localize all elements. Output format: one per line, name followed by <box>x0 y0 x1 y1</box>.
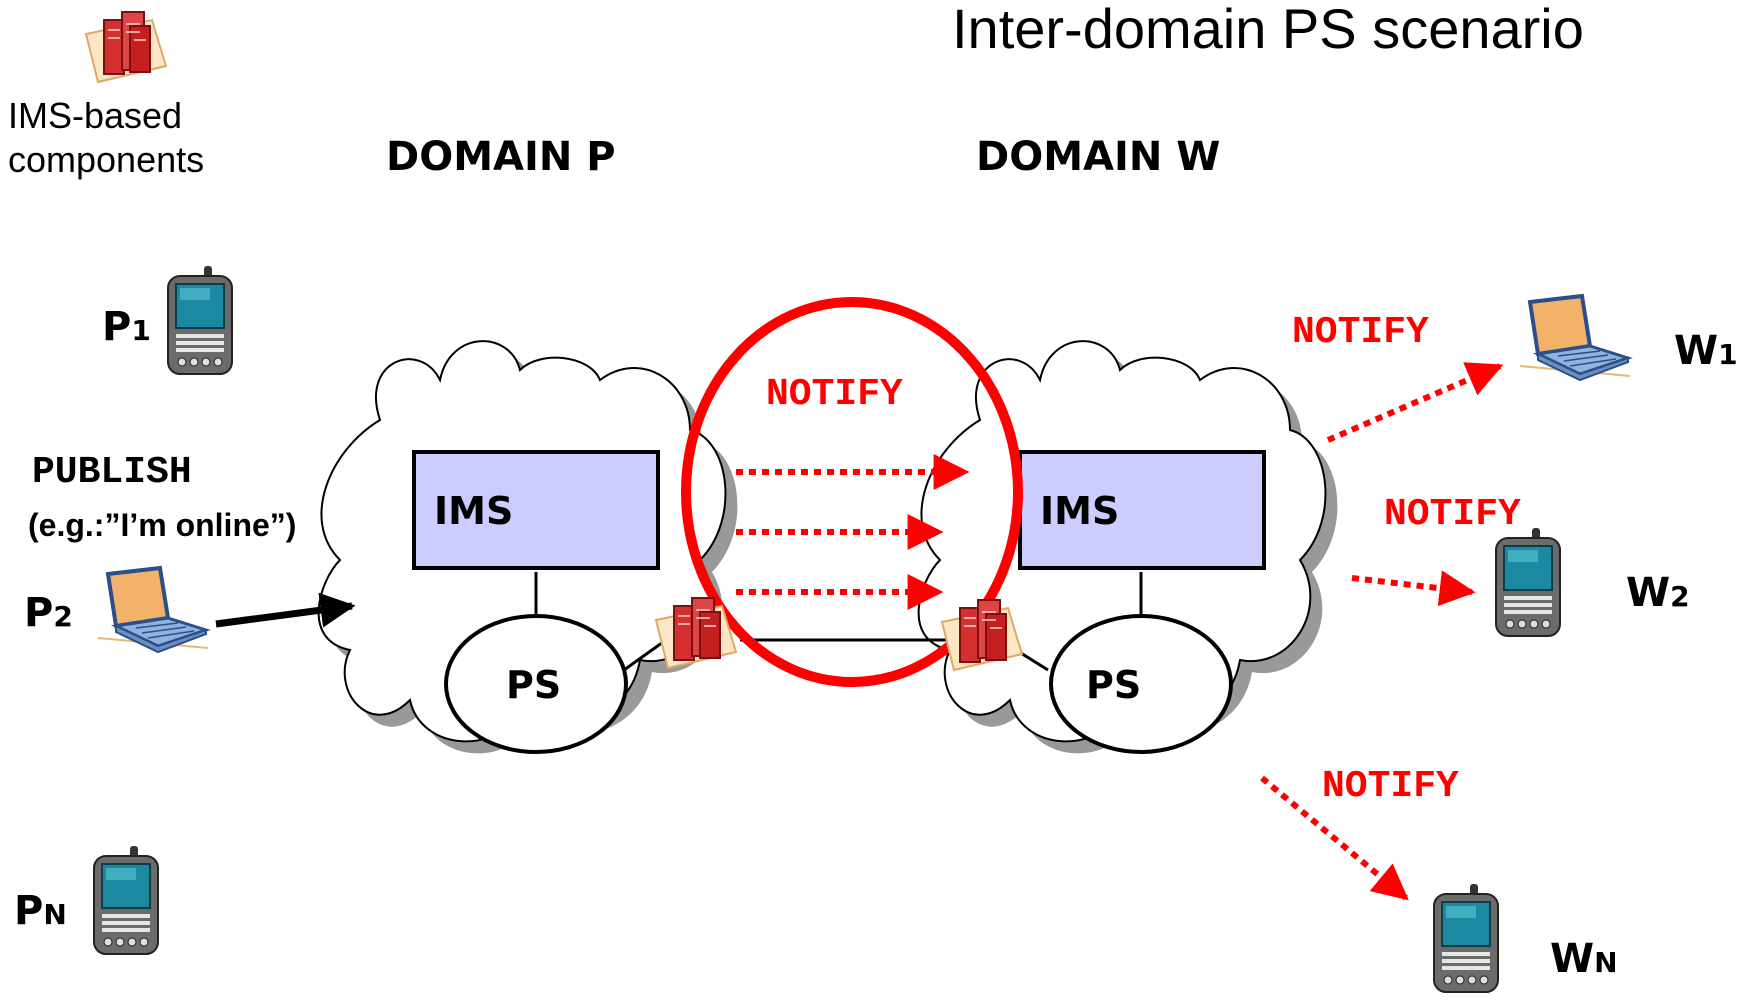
ims-box-left-label: IMS <box>434 489 513 533</box>
domain-p-label: DOMAIN P <box>386 134 616 180</box>
notify-wn-label: NOTIFY <box>1322 765 1459 808</box>
publish-arrow <box>215 592 356 628</box>
notify-arrow-w2 <box>1351 570 1476 607</box>
ims-box-left <box>412 450 660 570</box>
ims-box-right-label: IMS <box>1040 489 1119 533</box>
legend-label-line1: IMS-based <box>8 95 182 136</box>
ps-node-left <box>444 614 628 754</box>
node-wn-label: WN <box>1550 936 1618 982</box>
ims-component-icon <box>85 11 167 83</box>
pda-phone-icon-p1 <box>167 265 233 375</box>
publish-label: PUBLISH <box>32 451 192 494</box>
notify-w2-label: NOTIFY <box>1384 493 1521 536</box>
ps-node-right-label: PS <box>1086 663 1141 707</box>
notify-arrow-w1 <box>1326 362 1504 443</box>
ps-node-left-label: PS <box>506 663 561 707</box>
laptop-icon-p2 <box>96 566 210 654</box>
node-pn-label: PN <box>14 888 67 934</box>
legend-label-line2: components <box>8 139 204 180</box>
pda-phone-icon-w2 <box>1495 527 1561 637</box>
node-w1-label: W1 <box>1674 328 1738 374</box>
notify-w1-label: NOTIFY <box>1292 311 1429 354</box>
page-title: Inter-domain PS scenario <box>952 0 1584 60</box>
node-p2-label: P2 <box>24 590 73 636</box>
publish-example: (e.g.:”I’m online”) <box>28 507 296 543</box>
node-w2-label: W2 <box>1626 570 1690 616</box>
ps-node-right <box>1049 614 1233 754</box>
notify-center-label: NOTIFY <box>766 373 903 416</box>
pda-phone-icon-wn <box>1433 883 1499 993</box>
pda-phone-icon-pn <box>93 845 159 955</box>
laptop-icon-w1 <box>1518 294 1632 382</box>
inter-domain-highlight <box>681 297 1023 687</box>
domain-w-label: DOMAIN W <box>976 134 1220 180</box>
notify-arrow-wn <box>1260 775 1409 901</box>
ims-box-right <box>1018 450 1266 570</box>
node-p1-label: P1 <box>102 304 151 350</box>
